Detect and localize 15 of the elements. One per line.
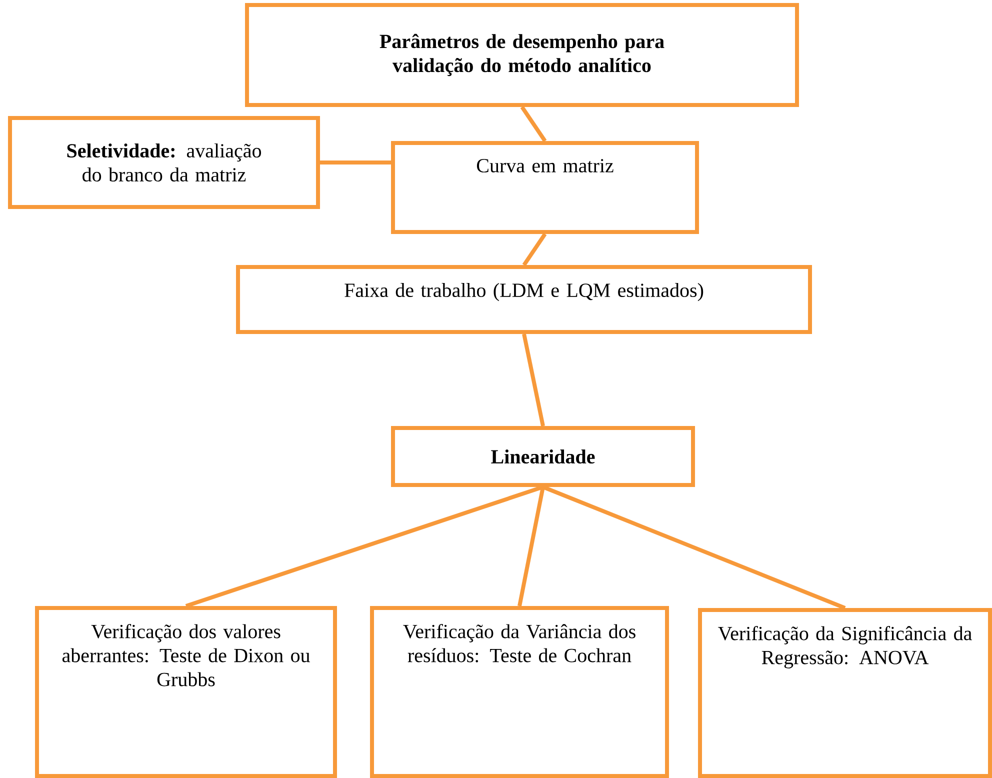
connector-line: [522, 334, 545, 426]
process-box: Curva em matriz: [391, 141, 699, 234]
connector-line: [320, 160, 391, 164]
connector-line: [518, 486, 545, 606]
process-box: Verificação da Significância da Regressão: ANOVA: [698, 608, 992, 778]
heading-box: Linearidade: [391, 426, 695, 487]
connector-line: [520, 106, 547, 142]
process-box: Verificação dos valores aberrantes: Teste de Dixon ou Grubbs: [35, 606, 337, 778]
connector-line: [542, 485, 846, 610]
process-box: Faixa de trabalho (LDM e LQM estimados): [236, 265, 812, 334]
connector-line: [522, 232, 547, 266]
process-box: Verificação da Variância dos resíduos: Teste de Cochran: [370, 606, 669, 778]
note-box: Seletividade: avaliação do branco da matriz: [8, 116, 320, 209]
connector-line: [185, 485, 544, 608]
title-box: Parâmetros de desempenho para validação do método analítico: [245, 3, 799, 107]
